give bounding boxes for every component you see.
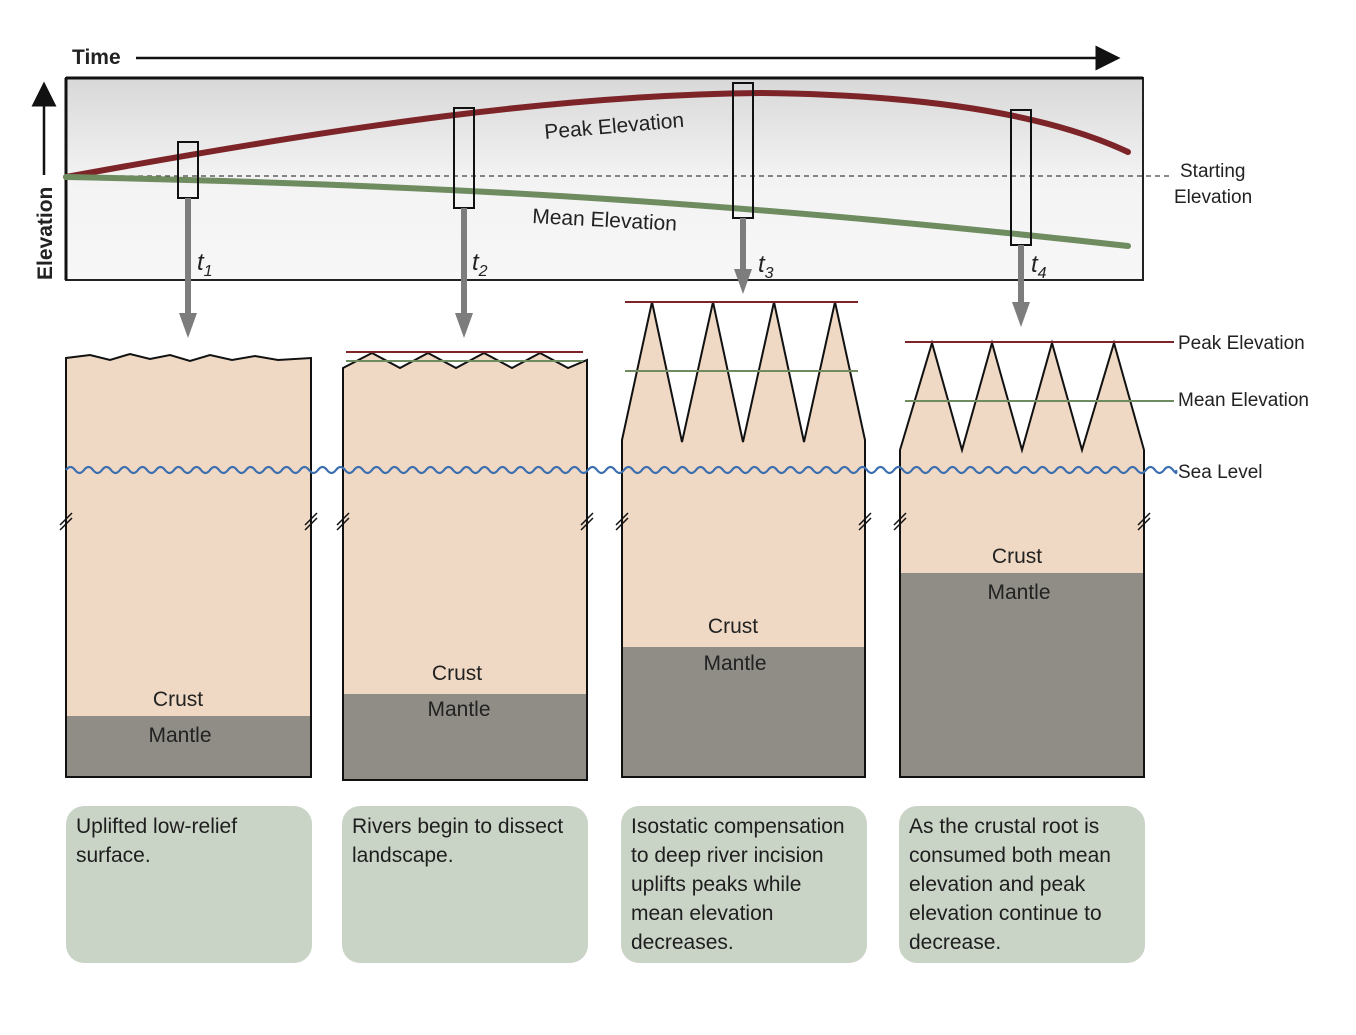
- mantle-label: Mantle: [427, 698, 490, 721]
- crust-layer: [622, 302, 865, 647]
- mantle-layer: [66, 716, 311, 777]
- sea-level-line: [65, 465, 1178, 475]
- elevation-axis: Elevation: [31, 81, 57, 280]
- mantle-label: Mantle: [703, 652, 766, 675]
- cross-section-3: Crust Mantle: [615, 301, 872, 778]
- down-arrow-head: [455, 313, 473, 338]
- elevation-axis-label: Elevation: [34, 187, 57, 280]
- cross-section-2: Crust Mantle: [336, 351, 594, 781]
- section-outline: [65, 352, 312, 778]
- time-step-label: t3: [758, 251, 774, 282]
- starting-elevation-label-line2: Elevation: [1174, 187, 1252, 208]
- down-arrow-head: [734, 269, 752, 294]
- break-marks: [59, 512, 318, 531]
- caption-box-2: Rivers begin to dissect landscape.: [342, 806, 588, 963]
- peak-elevation-side-label: Peak Elevation: [1178, 333, 1305, 354]
- mantle-layer: [900, 573, 1144, 777]
- break-marks: [893, 512, 1151, 531]
- crust-label: Crust: [708, 615, 758, 638]
- starting-elevation-label-line1: Starting: [1180, 161, 1245, 182]
- sea-level-side-label: Sea Level: [1178, 462, 1263, 483]
- cross-section-4: Crust Mantle: [893, 339, 1174, 778]
- down-arrow-shaft: [185, 198, 191, 314]
- time-step-label: t4: [1031, 251, 1047, 282]
- crust-label: Crust: [992, 545, 1042, 568]
- cross-section-1: Crust Mantle: [59, 352, 318, 778]
- caption-box-3: Isostatic compensation to deep river inc…: [621, 806, 867, 963]
- section-outline: [899, 339, 1145, 778]
- down-arrow-shaft: [1018, 245, 1024, 303]
- crust-layer: [900, 343, 1144, 573]
- down-arrow-head: [179, 313, 197, 338]
- crust-layer: [66, 354, 311, 716]
- time-axis-label: Time: [72, 46, 121, 69]
- mantle-layer: [343, 694, 587, 780]
- time-step-4: t4: [1010, 109, 1047, 327]
- mantle-layer: [622, 647, 865, 777]
- time-step-1: t1: [177, 141, 213, 338]
- down-arrow-shaft: [461, 208, 467, 314]
- mean-elevation-side-label: Mean Elevation: [1178, 390, 1309, 411]
- caption-box-4: As the crustal root is consumed both mea…: [899, 806, 1145, 963]
- down-arrow-head: [1012, 302, 1030, 327]
- time-step-3: t3: [732, 82, 774, 294]
- mantle-label: Mantle: [987, 581, 1050, 604]
- caption-box-1: Uplifted low-relief surface.: [66, 806, 312, 963]
- break-marks: [336, 512, 594, 531]
- mean-elevation-curve: [63, 174, 1131, 249]
- break-marks: [615, 512, 872, 531]
- crust-label: Crust: [432, 662, 482, 685]
- time-axis: Time: [72, 45, 1121, 71]
- time-step-2: t2: [453, 107, 488, 338]
- crust-layer: [343, 353, 587, 694]
- down-arrow-shaft: [740, 218, 746, 270]
- crust-label: Crust: [153, 688, 203, 711]
- section-outline: [342, 351, 588, 781]
- time-step-label: t2: [472, 249, 488, 280]
- mantle-label: Mantle: [148, 724, 211, 747]
- time-step-label: t1: [197, 249, 213, 280]
